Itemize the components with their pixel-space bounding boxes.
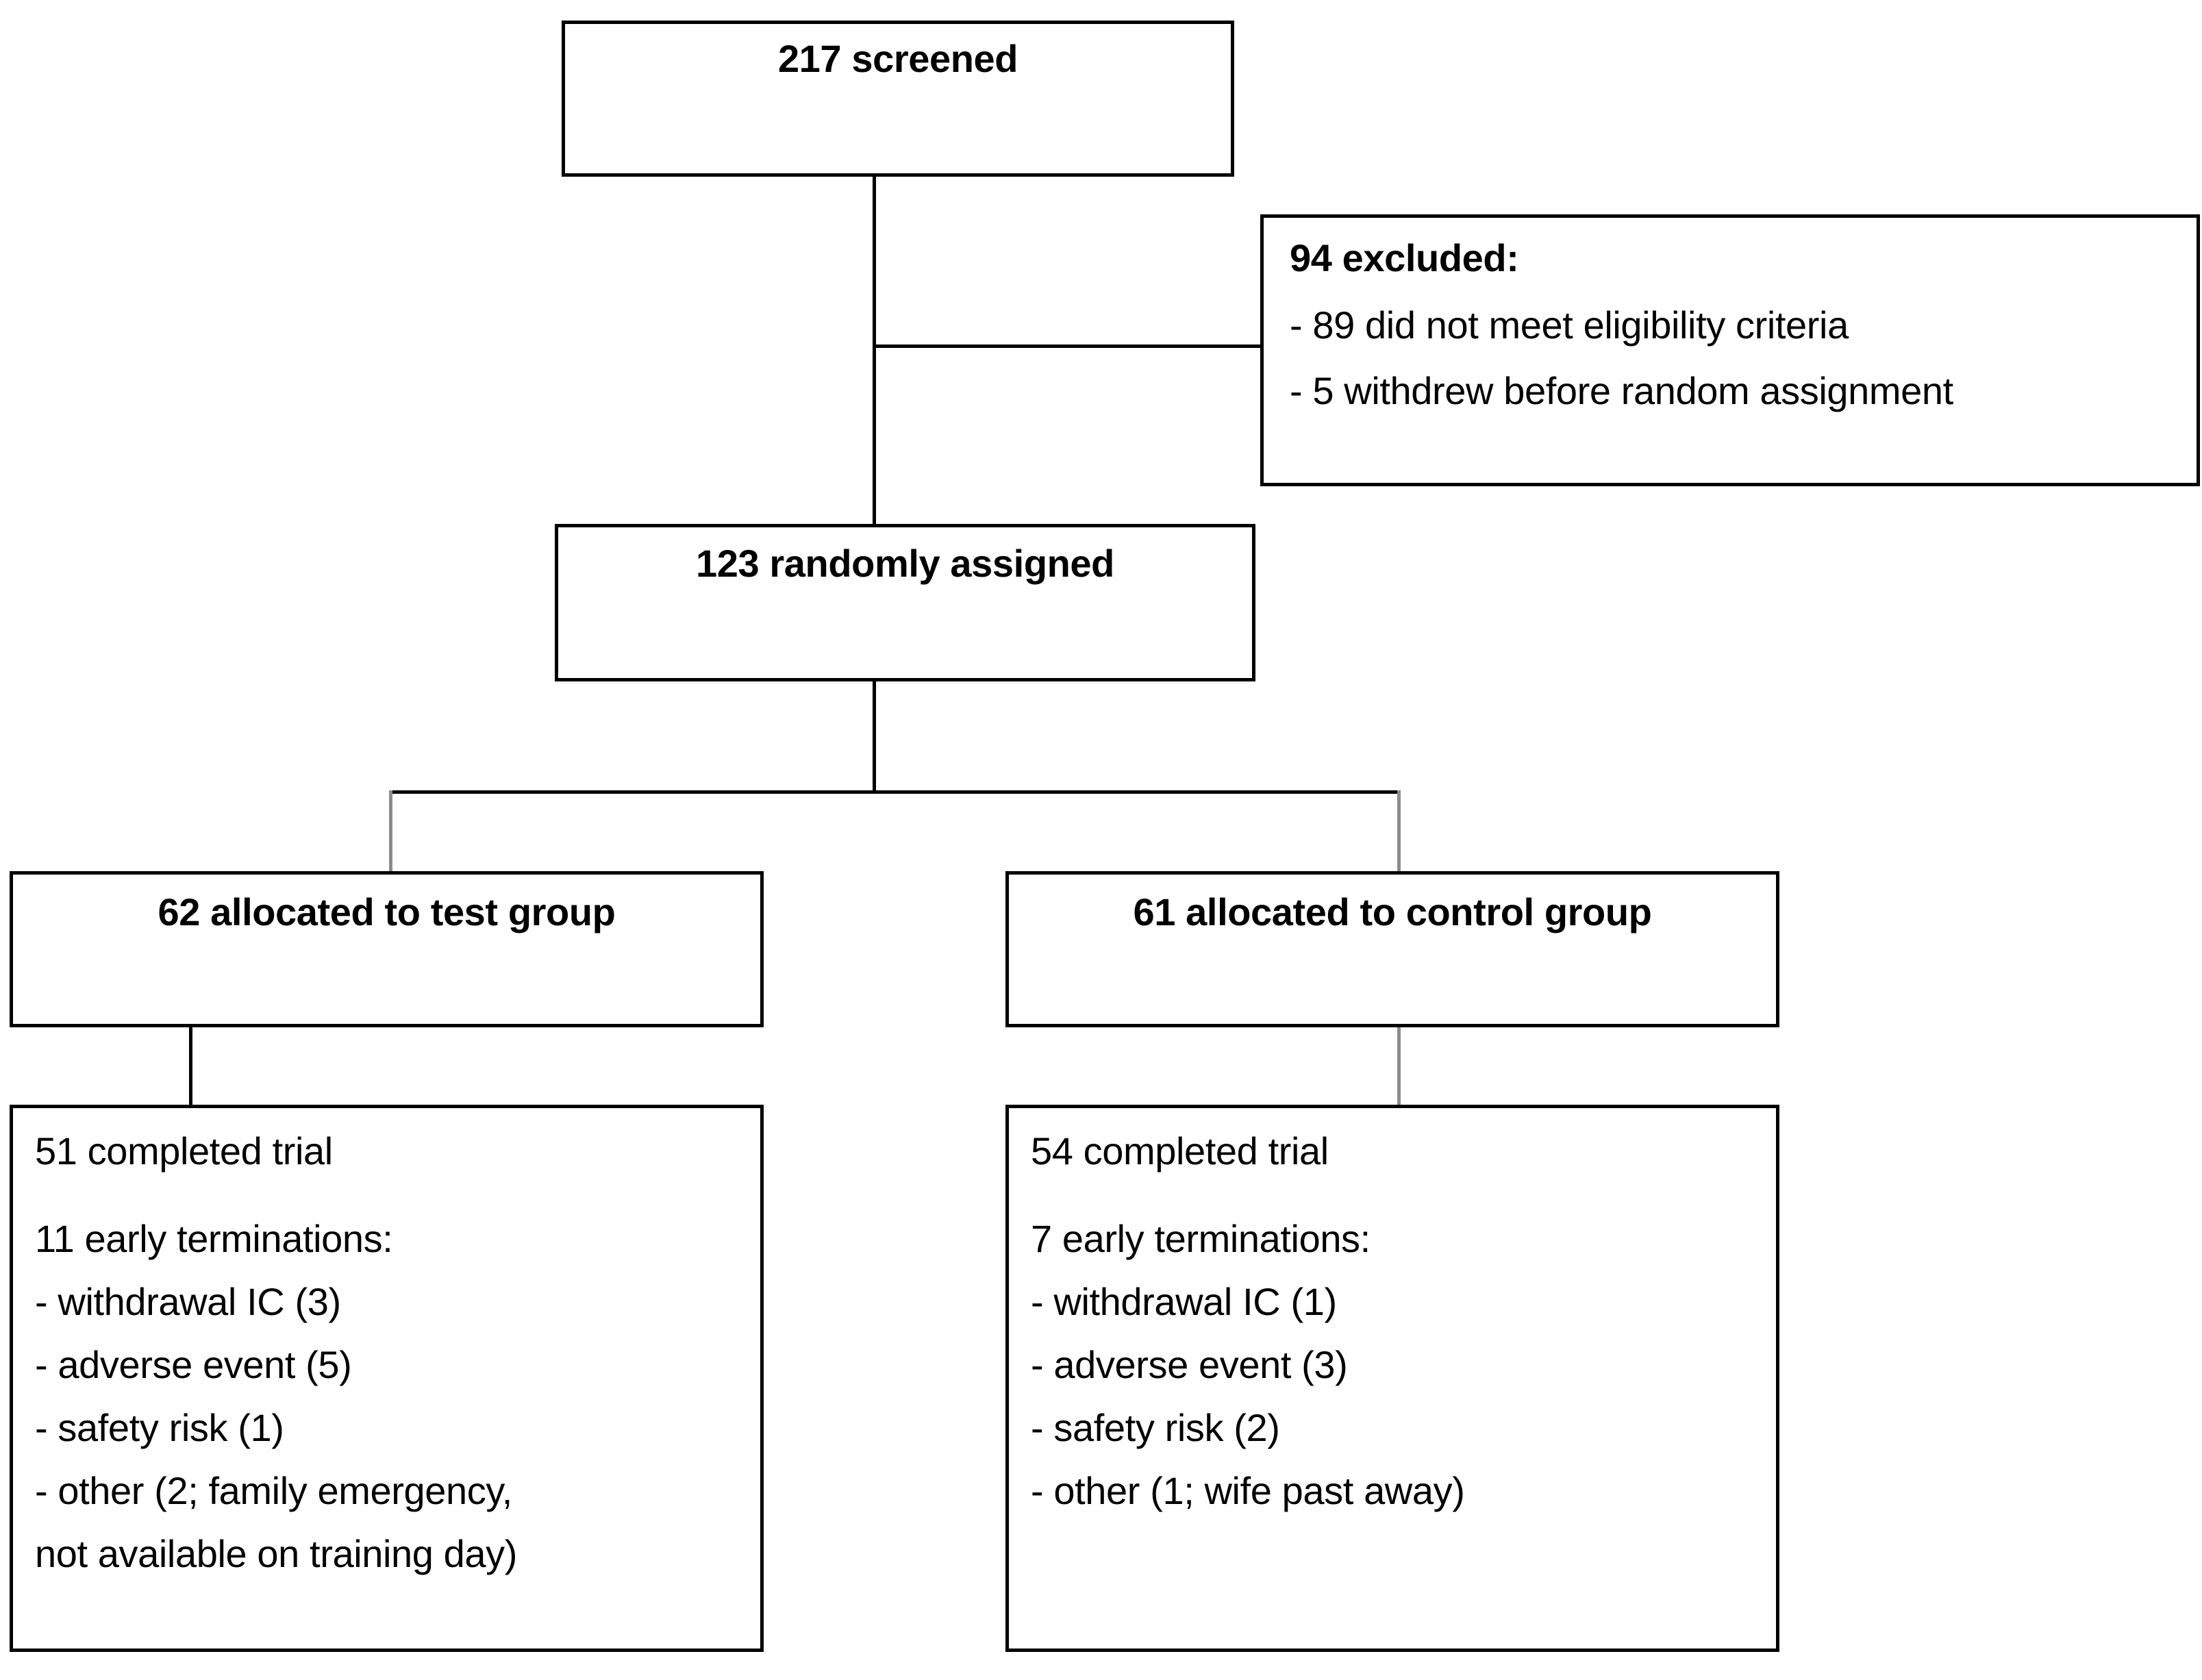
node-outcome-control: 54 completed trial 7 early terminations:… [1005,1105,1779,1652]
outcome-control-termination-item: - withdrawal IC (1) [1031,1280,1337,1324]
connector-split-to-test-allocation [389,790,392,873]
allocation-control-label: 61 allocated to control group [1133,890,1652,933]
screened-label: 217 screened [777,37,1018,80]
outcome-control-termination-item: - adverse event (3) [1031,1343,1348,1387]
connector-screened-to-excluded [873,344,1262,348]
connector-split-to-control-allocation [1397,790,1401,873]
outcome-test-termination-continuation: not available on training day) [35,1532,518,1576]
node-allocation-control: 61 allocated to control group [1005,871,1779,1027]
connector-randomized-to-split [873,680,876,793]
excluded-heading: 94 excluded: [1290,236,1519,279]
allocation-test-label: 62 allocated to test group [158,890,616,933]
outcome-control-termination-item: - safety risk (2) [1031,1406,1280,1450]
connector-test-allocation-to-outcome [189,1026,192,1106]
node-outcome-test: 51 completed trial 11 early terminations… [10,1105,764,1652]
outcome-test-termination-item: - other (2; family emergency, [35,1469,512,1513]
node-randomized: 123 randomly assigned [555,524,1255,681]
outcome-control-completed: 54 completed trial [1031,1129,1329,1173]
excluded-reason-item: - 89 did not meet eligibility criteria [1290,303,1849,347]
outcome-control-termination-item: - other (1; wife past away) [1031,1469,1465,1513]
node-allocation-test: 62 allocated to test group [10,871,764,1027]
outcome-test-termination-item: - adverse event (5) [35,1343,352,1387]
connector-control-allocation-to-outcome [1397,1026,1401,1106]
outcome-control-terminations-heading: 7 early terminations: [1031,1217,1371,1261]
node-excluded: 94 excluded: - 89 did not meet eligibili… [1260,214,2200,486]
connector-screened-to-randomized [873,175,876,526]
randomized-label: 123 randomly assigned [696,542,1114,585]
outcome-test-completed: 51 completed trial [35,1129,333,1173]
outcome-test-termination-item: - withdrawal IC (3) [35,1280,341,1324]
outcome-test-termination-item: - safety risk (1) [35,1406,284,1450]
node-screened: 217 screened [562,21,1234,177]
excluded-reason-item: - 5 withdrew before random assignment [1290,369,1953,413]
connector-allocation-split-bar [389,790,1401,794]
outcome-test-terminations-heading: 11 early terminations: [35,1217,393,1261]
